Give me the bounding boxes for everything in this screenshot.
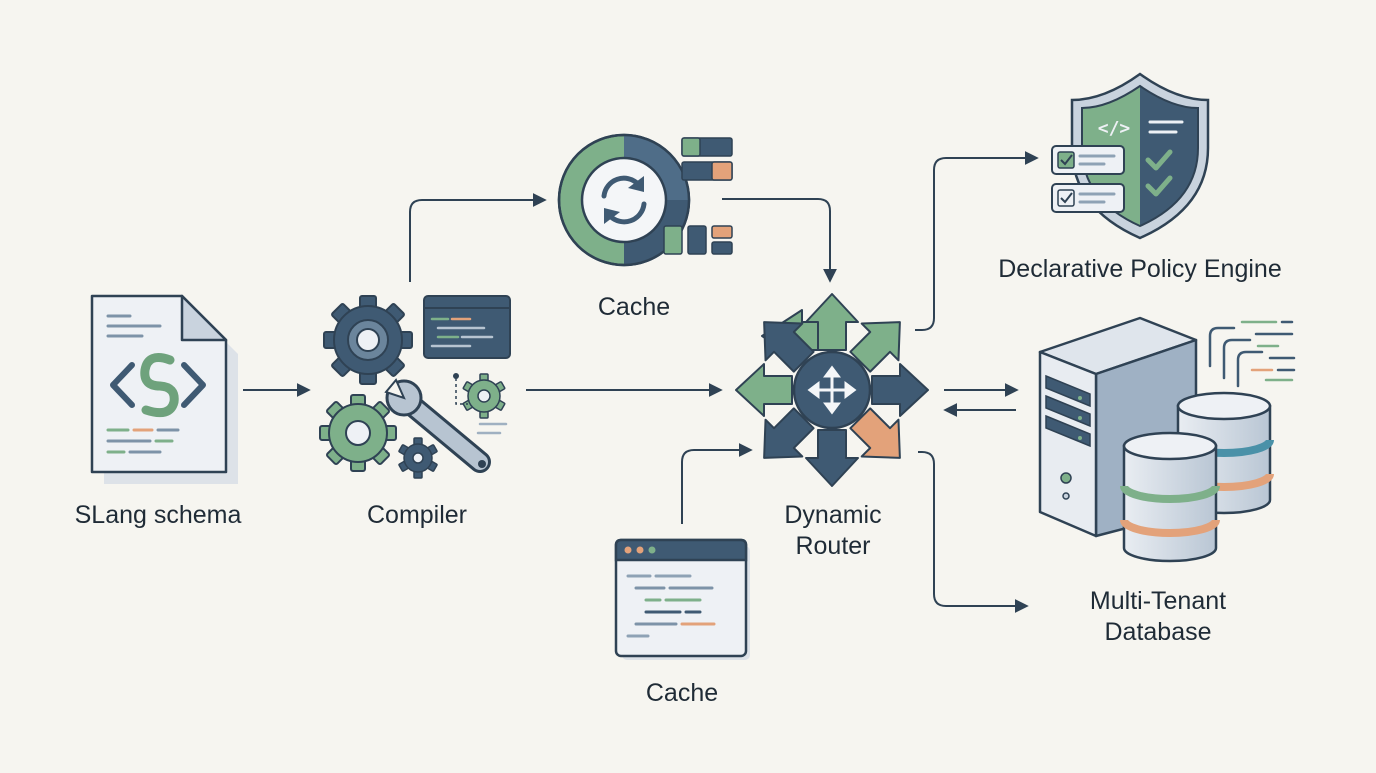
server-database-icon	[1038, 316, 1296, 563]
database-label: Multi-Tenant Database	[1058, 586, 1258, 648]
router-spokes	[735, 293, 929, 487]
cache-blocks	[663, 137, 733, 255]
router-label: Dynamic Router	[758, 500, 908, 562]
gear-large	[323, 295, 413, 385]
refresh-cache-icon	[557, 133, 733, 267]
arrow-cache-top-to-router	[722, 198, 837, 283]
connectors	[243, 151, 1039, 613]
schema-label: SLang schema	[58, 500, 258, 531]
gear-side	[462, 373, 506, 419]
compiler-label-text: Compiler	[366, 501, 468, 529]
compiler-label: Compiler	[332, 500, 502, 531]
gears-wrench-icon	[319, 295, 511, 479]
cylinder-front	[1120, 431, 1220, 563]
wrench-icon	[384, 378, 491, 473]
router-hub-icon	[735, 293, 929, 487]
shield-check-icon: </>	[1051, 72, 1210, 240]
cache-bottom-label-text: Cache	[645, 679, 719, 707]
policy-label-text: Declarative Policy Engine	[998, 255, 1282, 283]
router-label-line1: Dynamic	[784, 501, 882, 529]
arrow-cache-bottom-to-router	[681, 443, 753, 524]
policy-label: Declarative Policy Engine	[970, 254, 1310, 285]
database-label-line1: Multi-Tenant	[1089, 587, 1227, 615]
code-file-icon	[90, 294, 238, 484]
router-label-line2: Router	[795, 532, 871, 560]
data-stream-lines	[1208, 320, 1296, 388]
checklist-cards	[1051, 145, 1125, 213]
schema-label-text: SLang schema	[74, 501, 242, 529]
arrow-router-to-policy	[915, 151, 1039, 331]
database-label-line2: Database	[1104, 618, 1212, 646]
cache-bottom-label: Cache	[622, 678, 742, 709]
code-window-icon	[614, 538, 750, 660]
cache-top-label-text: Cache	[597, 293, 671, 321]
arrow-router-to-database-lower	[918, 451, 1029, 613]
gear-green	[319, 394, 397, 472]
gear-small	[398, 437, 438, 479]
code-panel	[423, 295, 511, 359]
arrow-compiler-to-cache-top	[409, 193, 547, 282]
svg-text:</>: </>	[1098, 118, 1131, 139]
cache-top-label: Cache	[574, 292, 694, 323]
